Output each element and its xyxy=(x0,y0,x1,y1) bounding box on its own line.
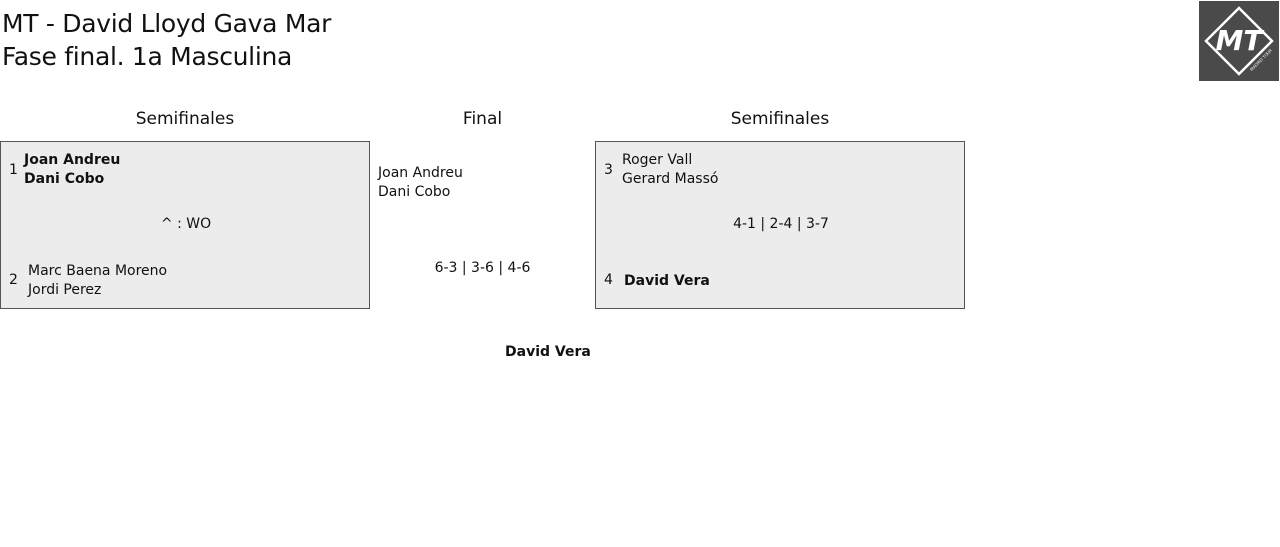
team-4-player-1: David Vera xyxy=(624,273,710,289)
mt-logo: MT MADRID TOUR xyxy=(1199,1,1279,81)
champion-name: David Vera xyxy=(505,344,591,360)
page-title: MT - David Lloyd Gava Mar Fase final. 1a… xyxy=(2,7,331,73)
final-team-player-2: Dani Cobo xyxy=(378,184,451,200)
tournament-title: MT - David Lloyd Gava Mar xyxy=(2,9,332,38)
logo-text: MT xyxy=(1216,24,1265,57)
semifinal-left-match[interactable]: 1 Joan Andreu Dani Cobo ^ : WO 2 Marc Ba… xyxy=(0,141,370,309)
final-score: 6-3 | 3-6 | 4-6 xyxy=(434,260,531,276)
final-title: Final xyxy=(462,109,503,129)
semifinal-right-score: 4-1 | 2-4 | 3-7 xyxy=(733,216,829,232)
team-1-player-1: Joan Andreu xyxy=(24,152,121,168)
seed-3: 3 xyxy=(604,162,613,178)
team-1-player-2: Dani Cobo xyxy=(24,171,105,187)
logo-icon: MT MADRID TOUR xyxy=(1204,6,1274,76)
final-team-player-1: Joan Andreu xyxy=(378,165,463,181)
semifinal-right-match[interactable]: 3 Roger Vall Gerard Massó 4-1 | 2-4 | 3-… xyxy=(595,141,965,309)
team-2-player-1: Marc Baena Moreno xyxy=(28,263,168,279)
team-2-player-2: Jordi Perez xyxy=(28,282,102,298)
seed-1: 1 xyxy=(9,162,18,178)
team-3-player-2: Gerard Massó xyxy=(622,171,719,187)
phase-title: Fase final. 1a Masculina xyxy=(2,42,293,71)
semifinals-left-title: Semifinales xyxy=(135,109,235,129)
team-3-player-1: Roger Vall xyxy=(622,152,693,168)
seed-4: 4 xyxy=(604,272,613,288)
semifinals-right-title: Semifinales xyxy=(730,109,830,129)
semifinal-left-score: ^ : WO xyxy=(160,216,212,232)
seed-2: 2 xyxy=(9,272,18,288)
